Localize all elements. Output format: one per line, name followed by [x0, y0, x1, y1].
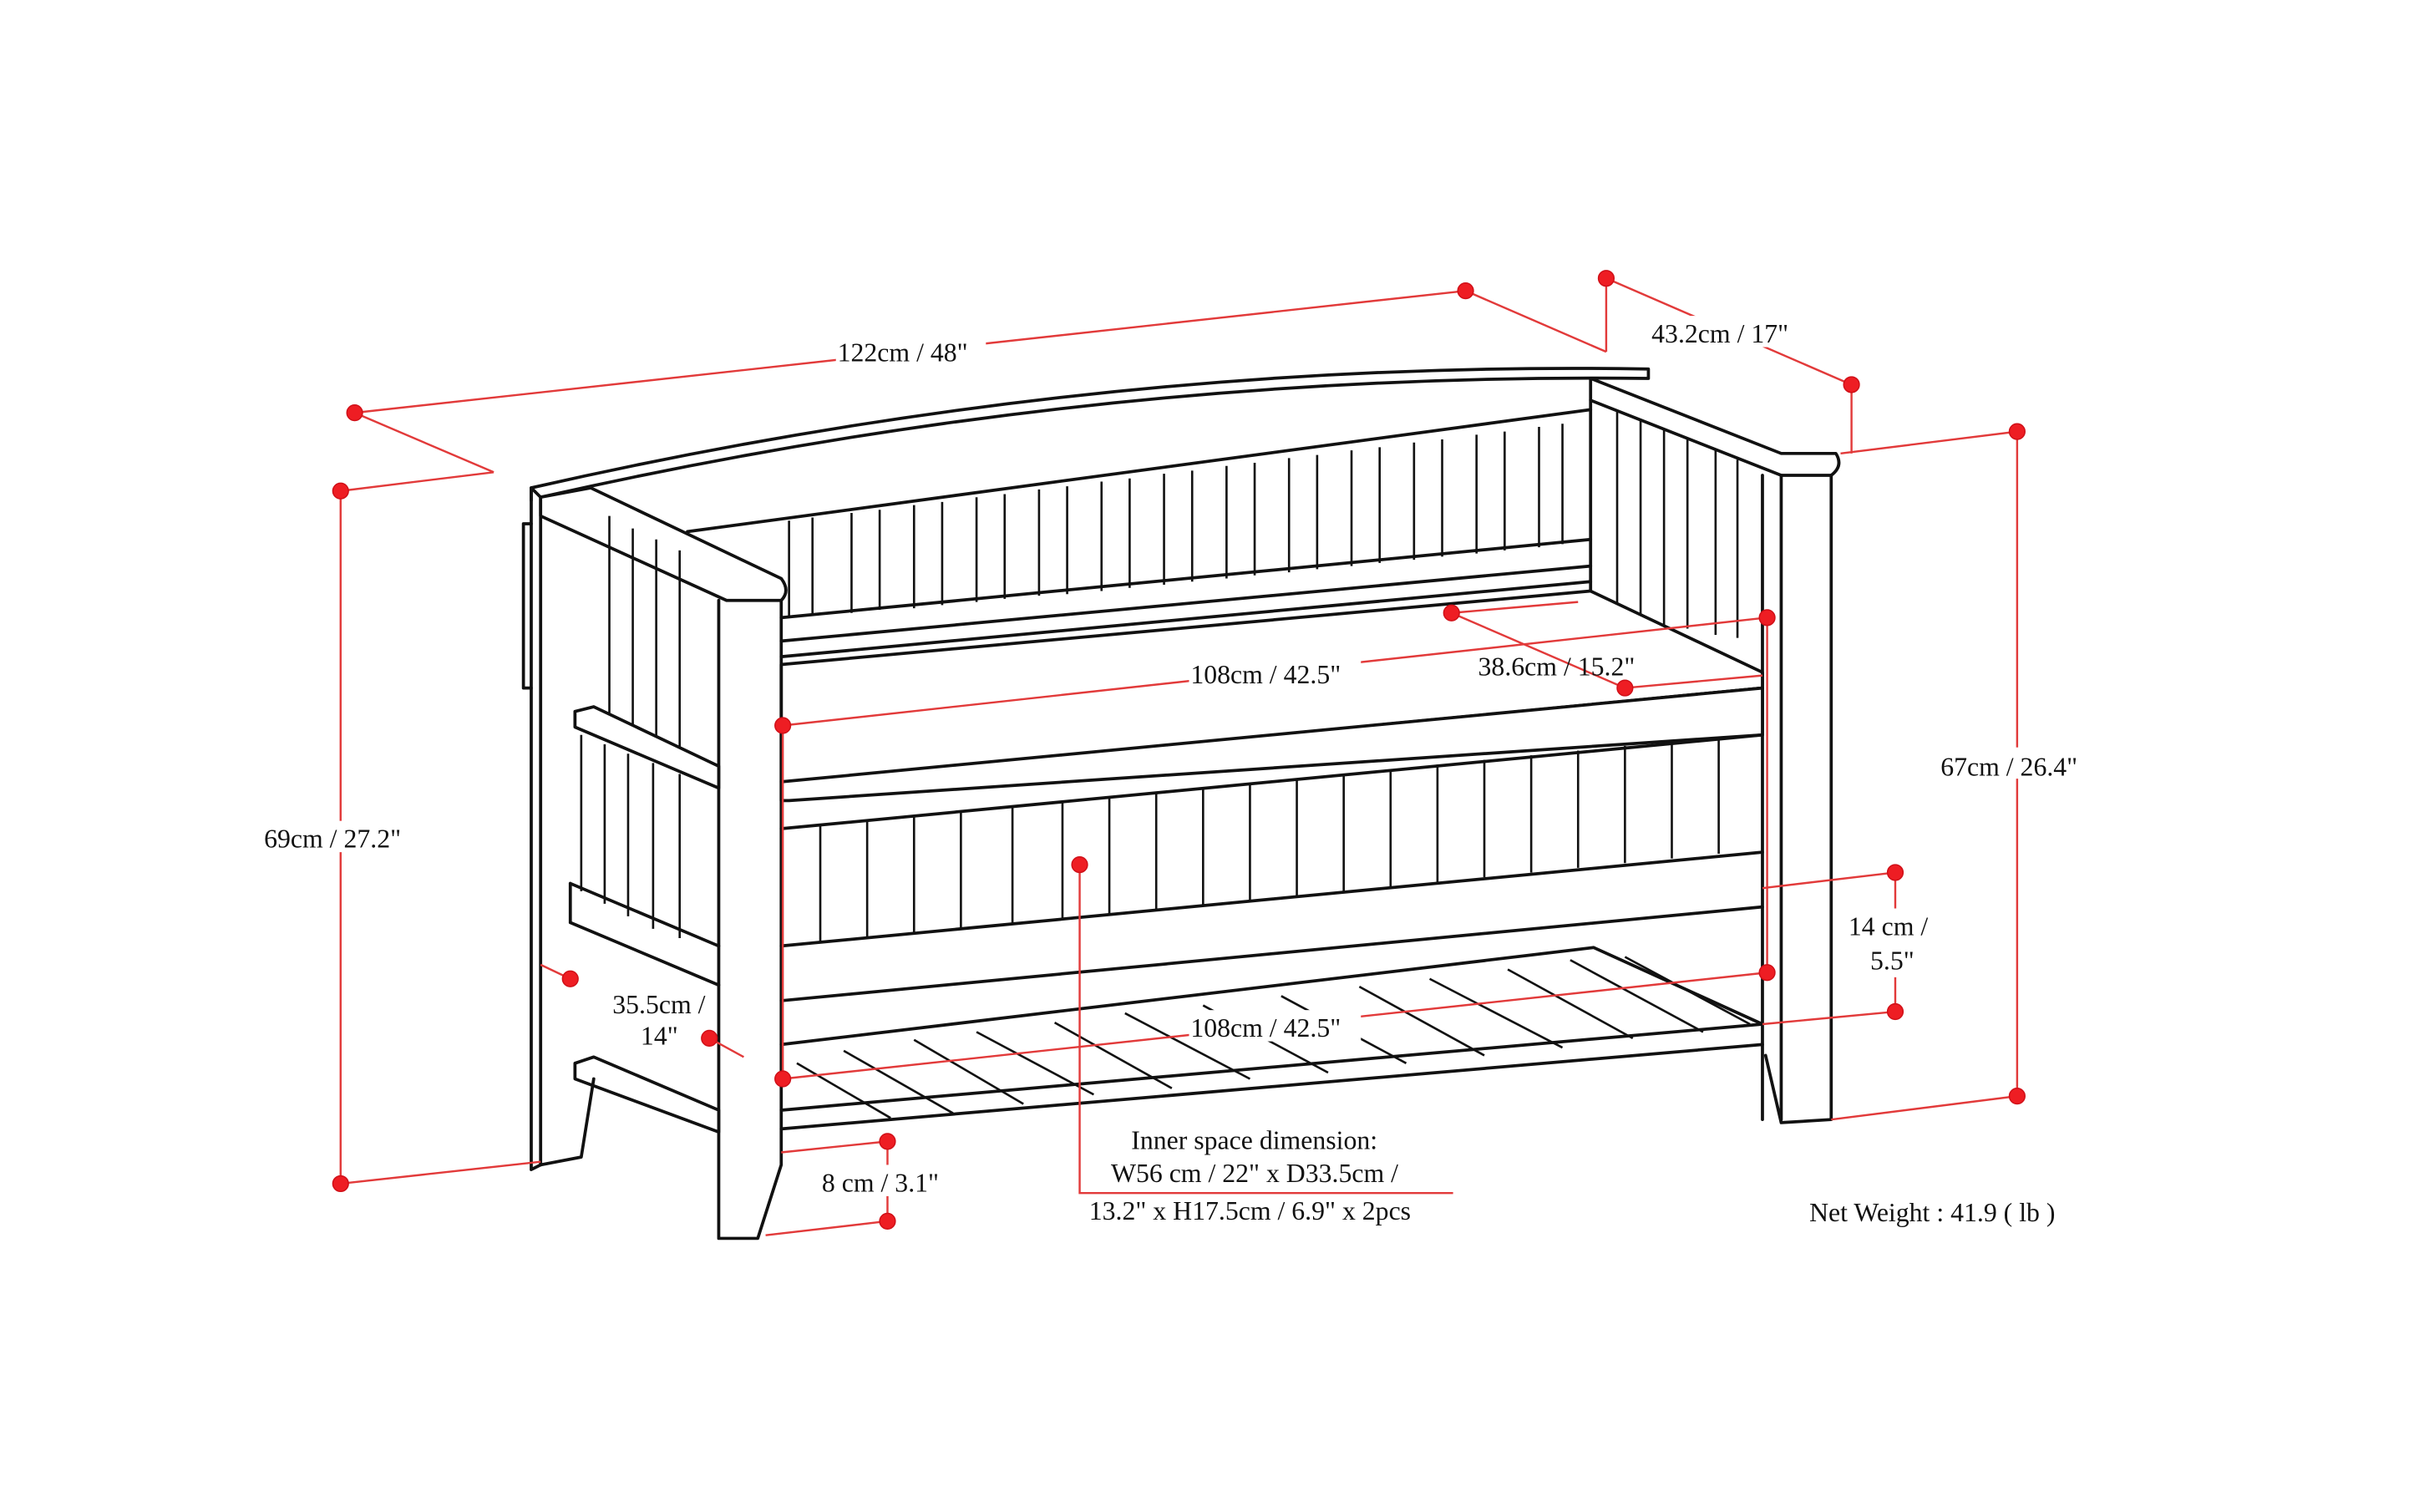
- shelf-height-label-line2: 14": [641, 1021, 678, 1050]
- overall-width-label: 122cm / 48": [838, 337, 968, 367]
- inner-space-line3: 13.2" x H17.5cm / 6.9" x 2pcs: [1089, 1196, 1411, 1225]
- dimension-labels: 122cm / 48" 43.2cm / 17" 69cm / 27.2" 67…: [262, 316, 2102, 1227]
- dimension-dots: [332, 270, 2026, 1230]
- bench-illustration: [521, 367, 1841, 1241]
- apron-height-label-line1: 14 cm /: [1849, 911, 1929, 941]
- shelf-width-label: 108cm / 42.5": [1190, 1013, 1341, 1043]
- right-height-label: 67cm / 26.4": [1940, 752, 2077, 781]
- overall-depth-label: 43.2cm / 17": [1651, 319, 1788, 348]
- seat-depth-label: 38.6cm / 15.2": [1478, 652, 1636, 682]
- inner-space-line2: W56 cm / 22" x D33.5cm /: [1111, 1159, 1398, 1188]
- net-weight-label: Net Weight : 41.9 ( lb ): [1809, 1198, 2055, 1227]
- left-height-label: 69cm / 27.2": [264, 824, 401, 853]
- back-slats: [788, 424, 1564, 618]
- front-slats: [819, 736, 1720, 941]
- apron-height-label-line2: 5.5": [1870, 946, 1914, 975]
- shelf-height-label-line1: 35.5cm /: [612, 990, 705, 1019]
- seat-width-label: 108cm / 42.5": [1190, 660, 1341, 689]
- inner-space-title: Inner space dimension:: [1131, 1126, 1377, 1155]
- ground-clearance-label: 8 cm / 3.1": [822, 1168, 939, 1197]
